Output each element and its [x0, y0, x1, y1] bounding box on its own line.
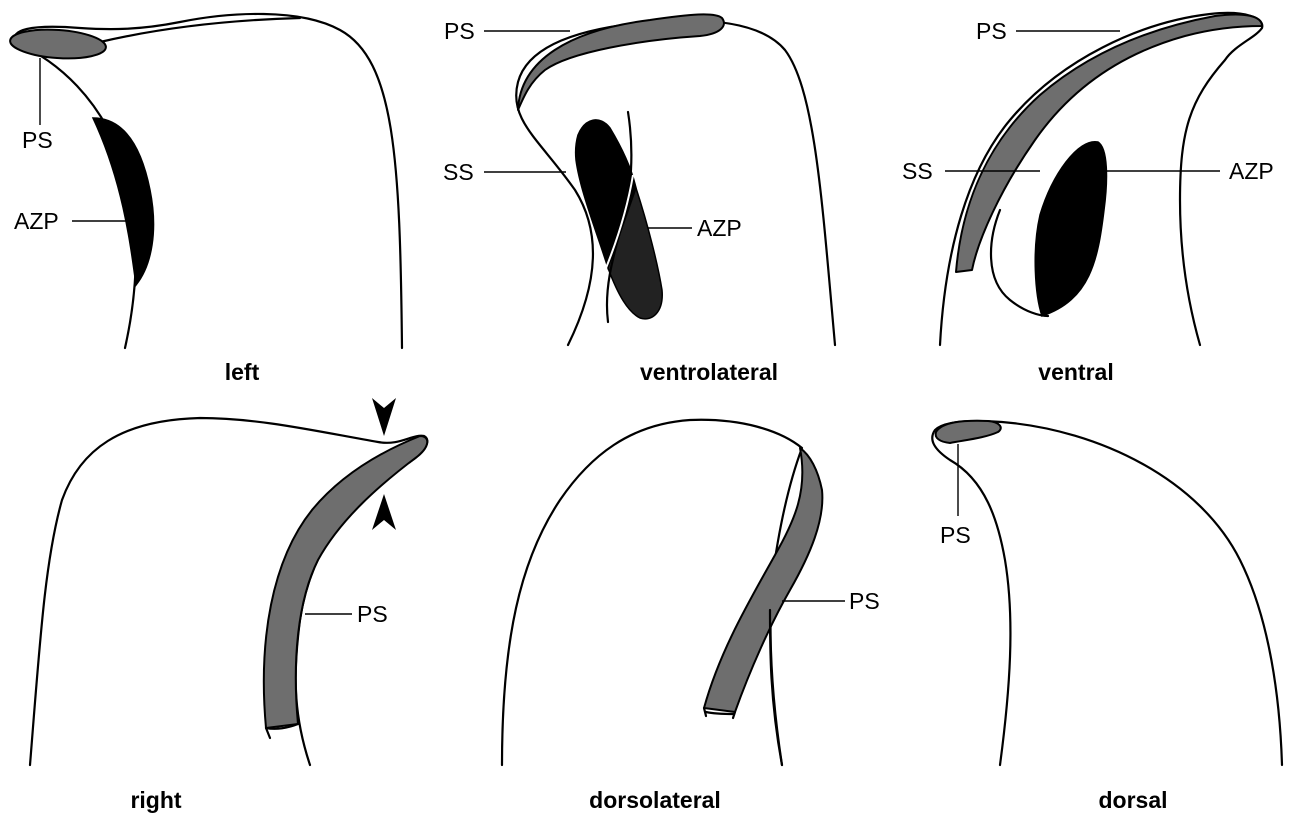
right-arrowhead-bottom: [372, 494, 396, 530]
dorsolateral-ps-label: PS: [849, 588, 880, 614]
dorsal-ps-shape: [936, 421, 1001, 443]
ventral-azp-shape: [1035, 142, 1106, 316]
left-panel-title: left: [225, 359, 260, 385]
panel-ventrolateral: PS SS AZP ventrolateral: [443, 14, 835, 385]
ventral-panel-title: ventral: [1038, 359, 1113, 385]
ventrolateral-azp-label: AZP: [697, 215, 742, 241]
panel-right: PS right: [30, 398, 427, 813]
panel-ventral: PS SS AZP ventral: [902, 13, 1274, 385]
dorsal-ps-label: PS: [940, 522, 971, 548]
right-panel-title: right: [130, 787, 181, 813]
left-azp-label: AZP: [14, 208, 59, 234]
ventrolateral-ps-label: PS: [444, 18, 475, 44]
ventral-ss-label: SS: [902, 158, 933, 184]
panel-dorsal: PS dorsal: [932, 421, 1282, 813]
left-azp-shape: [93, 118, 154, 285]
dorsolateral-panel-title: dorsolateral: [589, 787, 721, 813]
ventrolateral-panel-title: ventrolateral: [640, 359, 778, 385]
left-claw-outline: [14, 14, 402, 348]
left-ps-shape: [9, 27, 107, 62]
right-ps-label: PS: [357, 601, 388, 627]
ventrolateral-ps-shape: [518, 14, 724, 110]
ventral-ps-shape: [956, 14, 1262, 272]
panel-dorsolateral: PS dorsolateral: [502, 420, 880, 813]
ventral-azp-label: AZP: [1229, 158, 1274, 184]
right-arrowhead-top: [372, 398, 396, 436]
ventral-ps-label: PS: [976, 18, 1007, 44]
left-claw-inner-edge: [100, 18, 300, 42]
ventrolateral-ss-label: SS: [443, 159, 474, 185]
left-ps-label: PS: [22, 127, 53, 153]
panel-left: PS AZP left: [9, 14, 402, 385]
dorsolateral-inner-edge: [770, 610, 782, 765]
dorsal-claw-outline: [932, 421, 1282, 765]
right-ps-shape: [264, 436, 427, 728]
dorsal-panel-title: dorsal: [1098, 787, 1167, 813]
ventrolateral-claw-outline: [516, 20, 835, 345]
dorsolateral-ps-shape: [704, 448, 822, 712]
